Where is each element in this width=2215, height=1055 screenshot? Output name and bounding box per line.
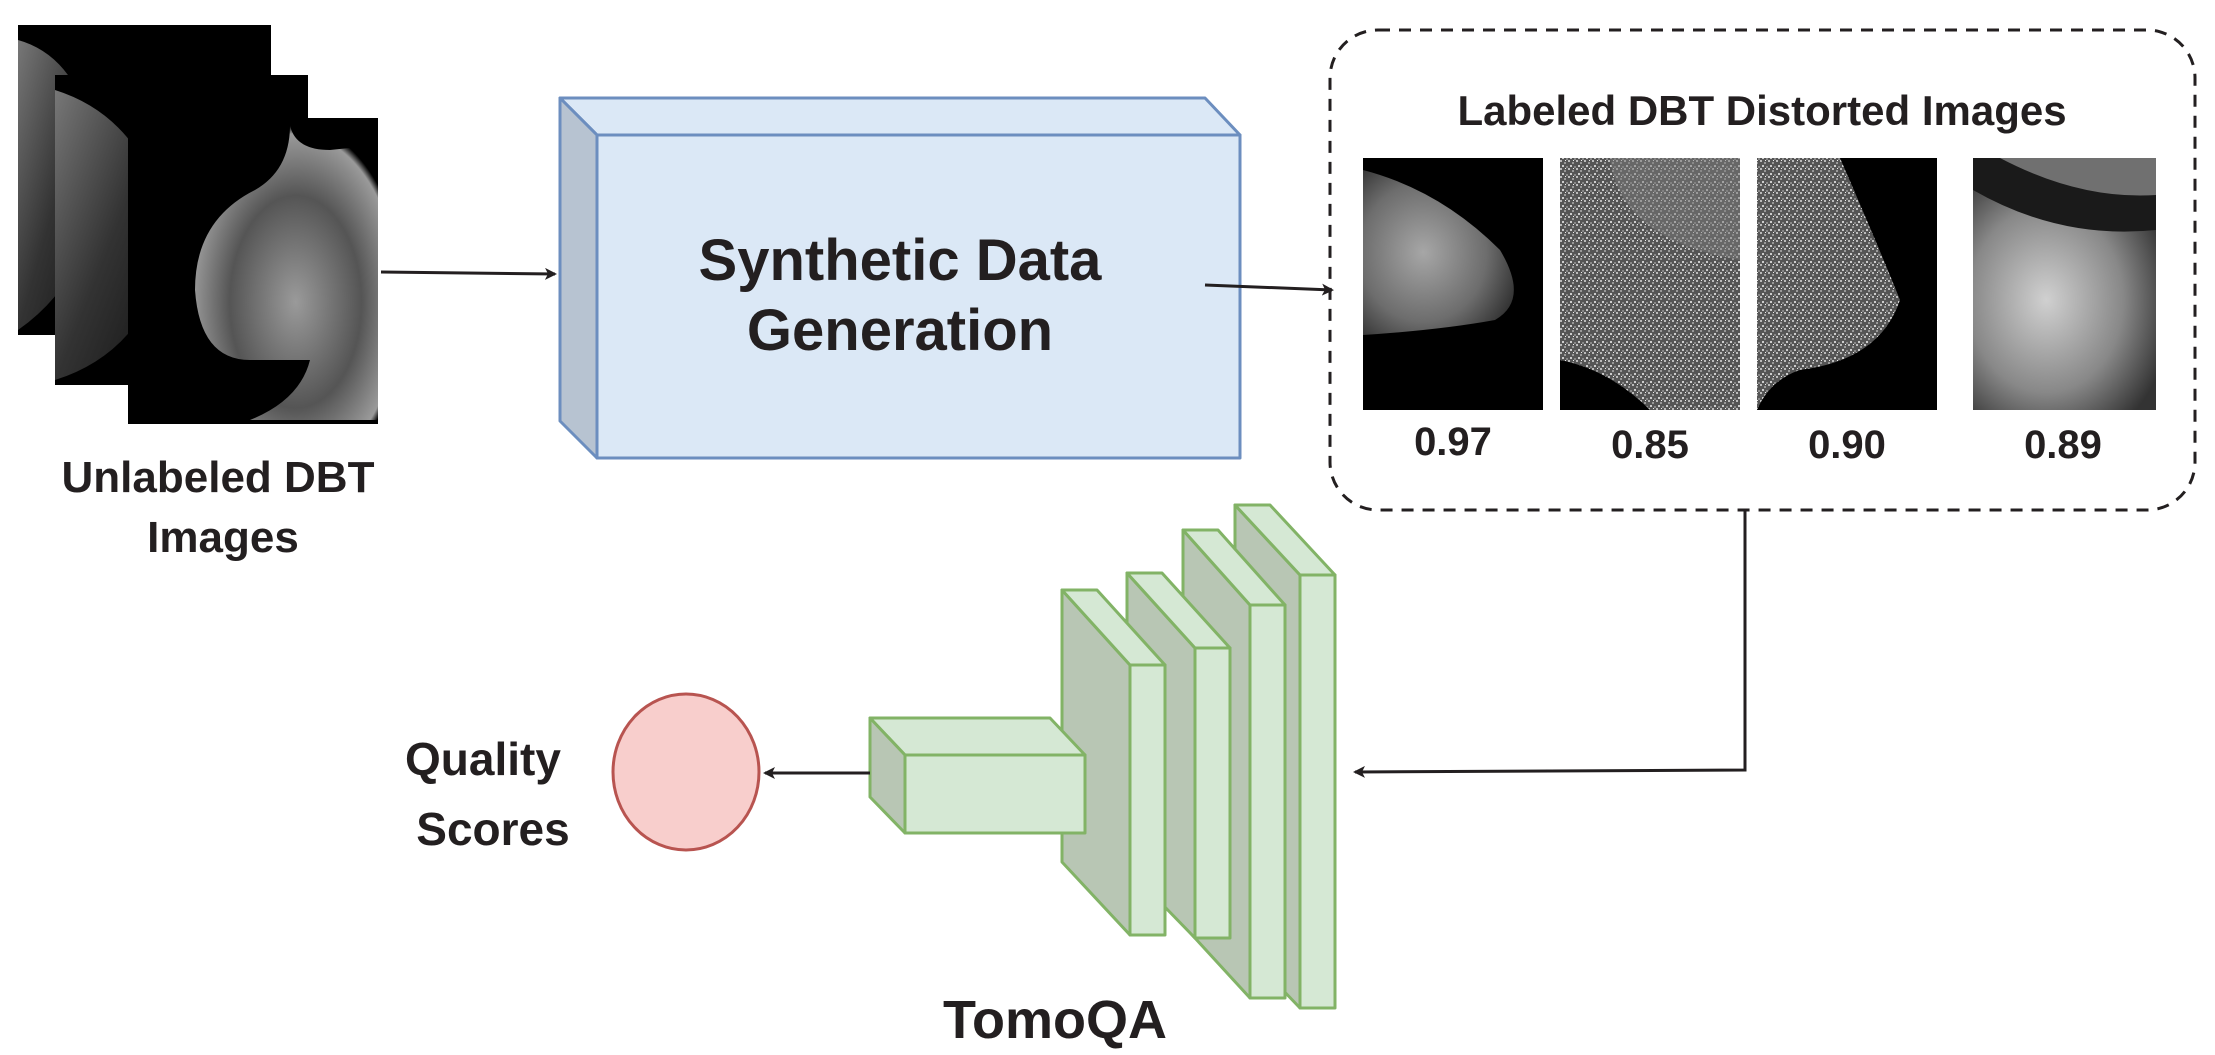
thumbnail-1 — [1363, 158, 1543, 410]
labeled-images-container — [1328, 28, 2197, 512]
score-label-3: 0.90 — [1808, 423, 1886, 467]
thumbnail-4 — [1973, 158, 2156, 410]
generator-label-line1: Synthetic Data — [699, 228, 1103, 293]
thumbnail-3 — [1757, 158, 1937, 410]
input-image-stack — [18, 25, 378, 424]
quality-score-node — [611, 692, 761, 852]
score-label-1: 0.97 — [1414, 420, 1492, 464]
input-label-line1: Unlabeled DBT — [62, 453, 375, 502]
score-label-4: 0.89 — [2024, 423, 2102, 467]
box-front-face — [595, 133, 1242, 460]
box-top-face — [558, 96, 1242, 137]
tomoqa-network — [868, 503, 1337, 1010]
output-label-line1: Quality — [405, 733, 561, 785]
output-label-line2: Scores — [416, 803, 569, 855]
labeled-images-title: Labeled DBT Distorted Images — [1457, 87, 2066, 134]
tomoqa-label: TomoQA — [943, 990, 1167, 1050]
arrow-input-to-generator — [380, 267, 557, 280]
mammogram-image-front — [128, 118, 378, 424]
arrow-generator-to-labeled — [1204, 283, 1334, 296]
score-label-2: 0.85 — [1611, 423, 1689, 467]
synthetic-data-generation-box — [558, 96, 1242, 460]
input-label-line2: Images — [147, 513, 299, 562]
box-side-face — [558, 96, 599, 460]
arrow-labeled-to-tomoqa — [1353, 510, 1747, 778]
generator-label-line2: Generation — [747, 298, 1053, 363]
network-output-head — [868, 716, 1087, 835]
thumbnail-2 — [1560, 158, 1740, 410]
network-layer-1 — [1060, 588, 1167, 937]
